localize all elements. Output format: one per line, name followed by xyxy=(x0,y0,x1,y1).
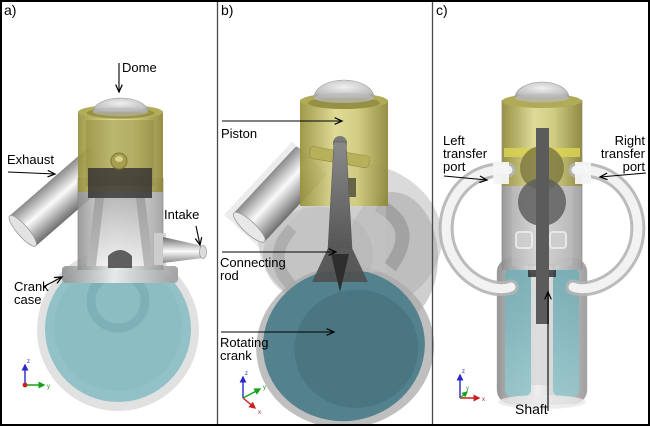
y-axis xyxy=(459,391,468,399)
axis-triad-c: z x y xyxy=(456,369,485,403)
right-transfer-port-arrow xyxy=(598,172,647,181)
intake-arrow xyxy=(194,225,203,247)
y-axis xyxy=(242,388,262,399)
z-axis-label: z xyxy=(27,359,30,365)
right-transfer-port-loop xyxy=(565,162,646,297)
rotating-crank-disc xyxy=(256,265,435,426)
y-axis-label: y xyxy=(263,385,266,391)
cylinder-yellow xyxy=(78,105,163,192)
axis-triad-b: z y x xyxy=(239,371,266,416)
cylinder-shell xyxy=(77,176,164,270)
crank-web-left xyxy=(505,267,531,397)
x-axis-label: x xyxy=(258,410,261,416)
x-axis-dot xyxy=(22,382,28,388)
dome xyxy=(92,97,149,117)
z-axis-label: z xyxy=(462,369,465,375)
dome-c xyxy=(514,81,570,103)
x-axis xyxy=(242,397,257,409)
intake-pipe xyxy=(154,233,207,265)
axis-triad-a: z y xyxy=(21,359,50,390)
crank-case-disc xyxy=(37,249,199,411)
connecting-rod-part xyxy=(312,136,368,292)
shaft-rod xyxy=(536,128,549,324)
panel-b-render: z y x xyxy=(221,79,442,426)
y-axis-label: y xyxy=(466,386,469,392)
port-window-right xyxy=(549,231,567,249)
crankcase-flange xyxy=(62,266,178,283)
crank-web-right xyxy=(553,267,579,397)
crank-case-arrow xyxy=(42,276,64,288)
cylinder-bore xyxy=(87,198,153,266)
left-transfer-port-loop xyxy=(438,162,519,297)
port-window-left xyxy=(515,231,533,249)
z-axis-label: z xyxy=(245,371,248,377)
left-transfer-port-arrow xyxy=(443,175,489,184)
panel-a-render: z y xyxy=(7,63,207,411)
exhaust-arrow xyxy=(7,169,57,178)
crank-case-front xyxy=(496,257,588,409)
dome-b xyxy=(313,79,375,103)
x-axis-label: x xyxy=(482,397,485,403)
y-axis-label: y xyxy=(47,384,50,390)
panel-c-render: z x y xyxy=(438,81,647,411)
